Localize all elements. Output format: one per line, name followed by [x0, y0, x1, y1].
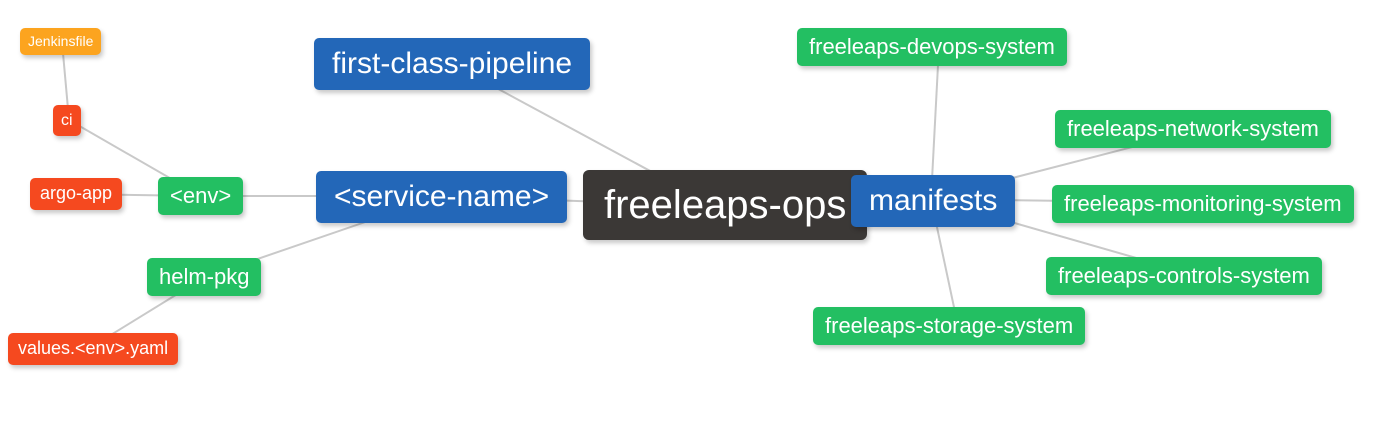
node-values-env-yaml[interactable]: values.<env>.yaml [8, 333, 179, 365]
node-first-class-pipeline[interactable]: first-class-pipeline [314, 38, 591, 90]
node-freeleaps-network-system[interactable]: freeleaps-network-system [1055, 110, 1331, 149]
node-freeleaps-controls-system[interactable]: freeleaps-controls-system [1046, 257, 1322, 296]
node-ci[interactable]: ci [53, 105, 81, 137]
node-argo-app[interactable]: argo-app [30, 178, 123, 210]
node-helm-pkg[interactable]: helm-pkg [147, 258, 262, 297]
node-freeleaps-ops[interactable]: freeleaps-ops [583, 170, 868, 240]
node-env[interactable]: <env> [158, 177, 244, 216]
node-freeleaps-monitoring-system[interactable]: freeleaps-monitoring-system [1052, 185, 1354, 224]
edge-manifests-devops-system [930, 45, 940, 200]
node-freeleaps-devops-system[interactable]: freeleaps-devops-system [797, 28, 1067, 67]
node-freeleaps-storage-system[interactable]: freeleaps-storage-system [813, 307, 1086, 346]
node-jenkinsfile[interactable]: Jenkinsfile [20, 28, 102, 55]
node-service-name[interactable]: <service-name> [316, 171, 568, 223]
node-manifests[interactable]: manifests [851, 175, 1016, 227]
